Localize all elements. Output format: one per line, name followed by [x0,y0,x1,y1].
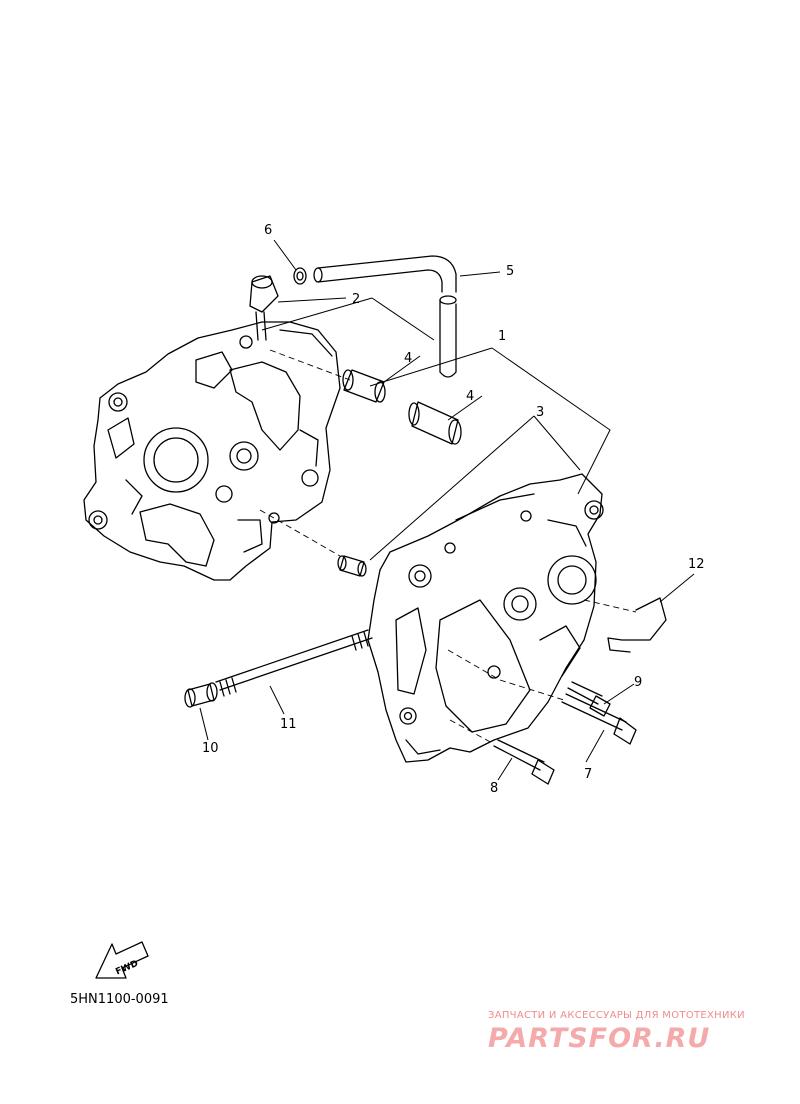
callout-7: 7 [584,767,592,782]
assembly-line-c [447,649,565,701]
dowel-pin-lower [408,401,462,445]
callout-1: 1 [498,329,506,344]
breather-joint [249,275,279,341]
watermark-brand[interactable]: PARTSFOR.RU [488,1023,711,1054]
callout-12: 12 [688,557,705,572]
callout-4a: 4 [404,351,412,366]
callout-11: 11 [280,717,297,732]
bolt-7 [561,693,637,745]
callout-3: 3 [536,405,544,420]
leader-11 [269,685,285,715]
leader-1 [369,347,611,495]
drawing-code: 5HN1100-0091 [70,992,169,1007]
leader-7 [585,729,605,763]
dowel-pin-small [337,555,367,577]
leader-10 [199,707,209,741]
leader-2 [261,297,435,341]
fwd-label: FWD [114,959,140,978]
callout-5: 5 [506,264,514,279]
bolt-8 [493,739,555,785]
bolt-9 [567,681,611,717]
dowel-pin-upper [342,369,386,403]
leader-3 [369,415,581,561]
assembly-line-a [259,509,341,557]
leader-4b [447,395,483,421]
callout-8: 8 [490,781,498,796]
callout-2: 2 [352,292,360,307]
callout-6: 6 [264,223,272,238]
leader-4a [383,355,421,383]
assembly-line-e [583,599,637,613]
callout-4b: 4 [466,389,474,404]
bracket [607,597,667,653]
hose-clip [293,267,307,285]
leader-6 [273,239,297,271]
assembly-line-d [449,719,495,745]
callout-9: 9 [634,675,642,690]
watermark-tagline: ЗАПЧАСТИ И АКСЕССУАРЫ ДЛЯ МОТОТЕХНИКИ [488,1010,745,1021]
assembly-line-b [269,349,351,381]
stud-bolt [215,629,373,697]
cap-nut [184,682,218,708]
callout-10: 10 [202,741,219,756]
crankcase-right [367,473,604,763]
leader-9 [603,683,635,705]
leader-5 [459,271,501,277]
breather-hose [313,255,457,378]
leader-12 [659,573,695,603]
fwd-arrow-icon [95,941,149,979]
leader-8 [497,757,513,781]
crankcase-left [83,321,341,581]
